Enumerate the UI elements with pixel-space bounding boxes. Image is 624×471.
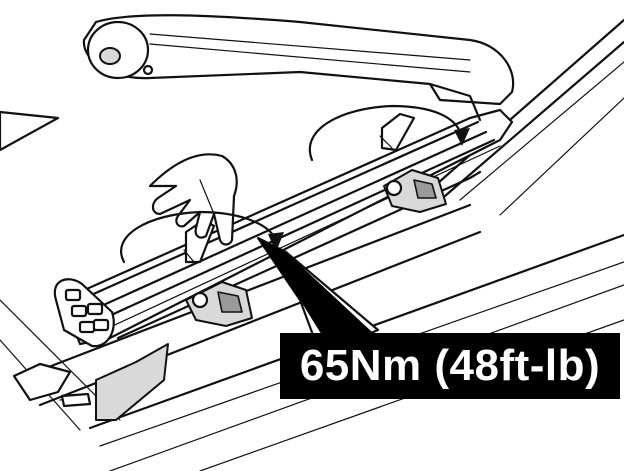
arm-holder-icon [82,14,515,122]
rear-crossbar-icon [428,18,624,216]
front-foot-icon [185,281,253,327]
left-pointer-icon [0,110,60,152]
lower-foot-icon [59,343,169,421]
rear-rotation-arrow-icon [308,104,470,162]
front-rotation-arrow-icon [120,210,284,264]
hand-icon [148,153,238,246]
end-cap-icon [53,278,115,348]
rear-lever-icon [379,112,416,152]
torque-callout: 65Nm (48ft-lb) [280,333,620,399]
rear-foot-icon [383,169,447,213]
